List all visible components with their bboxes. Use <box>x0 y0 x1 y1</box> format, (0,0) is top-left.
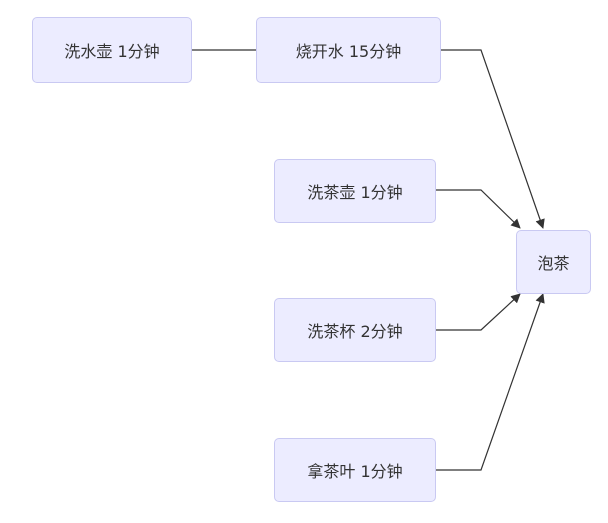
node-wash-teapot: 洗茶壶 1分钟 <box>274 159 436 223</box>
node-get-tea-leaves: 拿茶叶 1分钟 <box>274 438 436 502</box>
node-label-wash-kettle: 洗水壶 1分钟 <box>64 42 160 61</box>
edge-wash-cups-to-make-tea <box>436 293 521 331</box>
edge-wash-teapot-to-make-tea <box>436 189 521 229</box>
node-make-tea: 泡茶 <box>516 230 591 294</box>
node-label-boil-water: 烧开水 15分钟 <box>295 42 402 61</box>
node-wash-kettle: 洗水壶 1分钟 <box>32 17 192 83</box>
node-label-wash-cups: 洗茶杯 2分钟 <box>307 322 403 341</box>
node-label-make-tea: 泡茶 <box>537 254 570 273</box>
node-label-get-tea-leaves: 拿茶叶 1分钟 <box>307 462 403 481</box>
edge-boil-water-to-make-tea <box>441 49 545 229</box>
node-wash-cups: 洗茶杯 2分钟 <box>274 298 436 362</box>
edge-get-leaves-to-make-tea <box>436 293 545 471</box>
node-label-wash-teapot: 洗茶壶 1分钟 <box>307 183 403 202</box>
node-boil-water: 烧开水 15分钟 <box>256 17 441 83</box>
